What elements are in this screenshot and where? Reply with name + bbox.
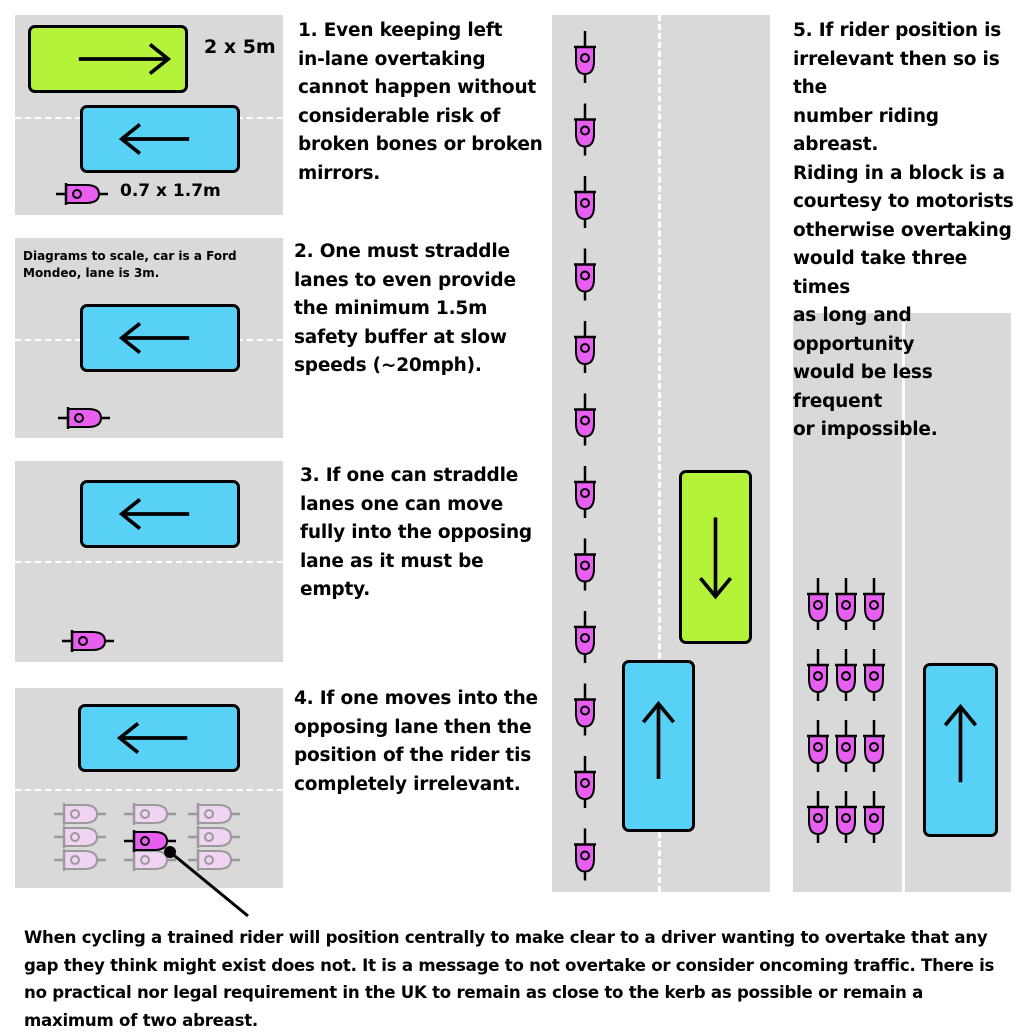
caption-text: When cycling a trained rider will positi… <box>24 928 995 1030</box>
arrow-right-icon <box>78 42 172 76</box>
bicycle-icon <box>574 683 596 736</box>
step-4-text: 4. If one moves into the opposing lane t… <box>294 688 538 795</box>
lane-divider-block <box>902 313 905 892</box>
pointer-dot <box>164 846 176 858</box>
bicycle-icon <box>574 176 596 228</box>
step-3-text: 3. If one can straddle lanes one can mov… <box>300 465 532 600</box>
arrow-left-icon <box>118 497 190 531</box>
lane-divider-4 <box>15 789 283 791</box>
bicycle-icon <box>62 630 114 652</box>
bicycle-icon <box>835 578 857 630</box>
bicycle-icon <box>835 649 857 701</box>
bicycle-icon <box>835 720 857 772</box>
arrow-up-icon <box>641 700 676 780</box>
bicycle-icon <box>54 826 106 848</box>
bicycle-icon <box>58 407 110 429</box>
bicycle-icon <box>835 791 857 843</box>
bicycle-icon <box>574 321 596 373</box>
arrow-up-icon <box>943 703 978 783</box>
car-blue-left <box>78 704 240 772</box>
car-size-label: 2 x 5m <box>204 36 276 58</box>
arrow-left-icon <box>118 321 190 355</box>
bicycle-icon <box>56 183 108 205</box>
bicycle-icon <box>188 826 240 848</box>
car-blue-up <box>923 663 998 837</box>
bicycle-icon <box>863 649 885 701</box>
bicycle-icon <box>124 830 176 852</box>
bicycle-icon <box>574 31 596 83</box>
arrow-left-icon <box>118 122 190 156</box>
lane-divider-long <box>658 15 661 892</box>
step-1-text: 1. Even keeping left in-lane overtaking … <box>298 20 543 184</box>
bicycle-icon <box>574 248 596 301</box>
scale-note-line-1: Diagrams to scale, car is a Ford <box>23 249 237 263</box>
car-blue-up <box>622 660 695 832</box>
bicycle-icon <box>574 611 596 663</box>
bicycle-icon <box>574 103 596 156</box>
car-blue-left <box>80 105 240 173</box>
car-blue-left <box>80 480 240 548</box>
bicycle-icon <box>124 803 176 825</box>
bicycle-icon <box>188 849 240 871</box>
bicycle-icon <box>807 720 829 772</box>
arrow-down-icon <box>698 517 733 600</box>
car-blue-left <box>80 304 240 372</box>
bicycle-icon <box>574 466 596 518</box>
bicycle-icon <box>863 720 885 772</box>
bicycle-icon <box>863 578 885 630</box>
bicycle-icon <box>188 803 240 825</box>
bicycle-icon <box>807 649 829 701</box>
car-green-right <box>28 25 188 93</box>
bicycle-icon <box>54 803 106 825</box>
step-2-text: 2. One must straddle lanes to even provi… <box>294 241 516 376</box>
arrow-left-icon <box>116 721 188 755</box>
car-green-down <box>679 470 752 644</box>
scale-note-line-2: Mondeo, lane is 3m. <box>23 266 160 280</box>
bicycle-icon <box>863 791 885 843</box>
bicycle-icon <box>574 538 596 591</box>
bicycle-icon <box>807 791 829 843</box>
pointer-line <box>169 850 249 918</box>
bicycle-icon <box>807 578 829 630</box>
bicycle-icon <box>54 849 106 871</box>
lane-divider-3 <box>15 561 283 563</box>
bicycle-icon <box>124 849 176 871</box>
bicycle-icon <box>574 828 596 881</box>
step-5-text: 5. If rider position is irrelevant then … <box>793 20 1014 440</box>
bicycle-icon <box>574 393 596 446</box>
bike-size-label: 0.7 x 1.7m <box>120 181 221 201</box>
bicycle-icon <box>574 756 596 808</box>
